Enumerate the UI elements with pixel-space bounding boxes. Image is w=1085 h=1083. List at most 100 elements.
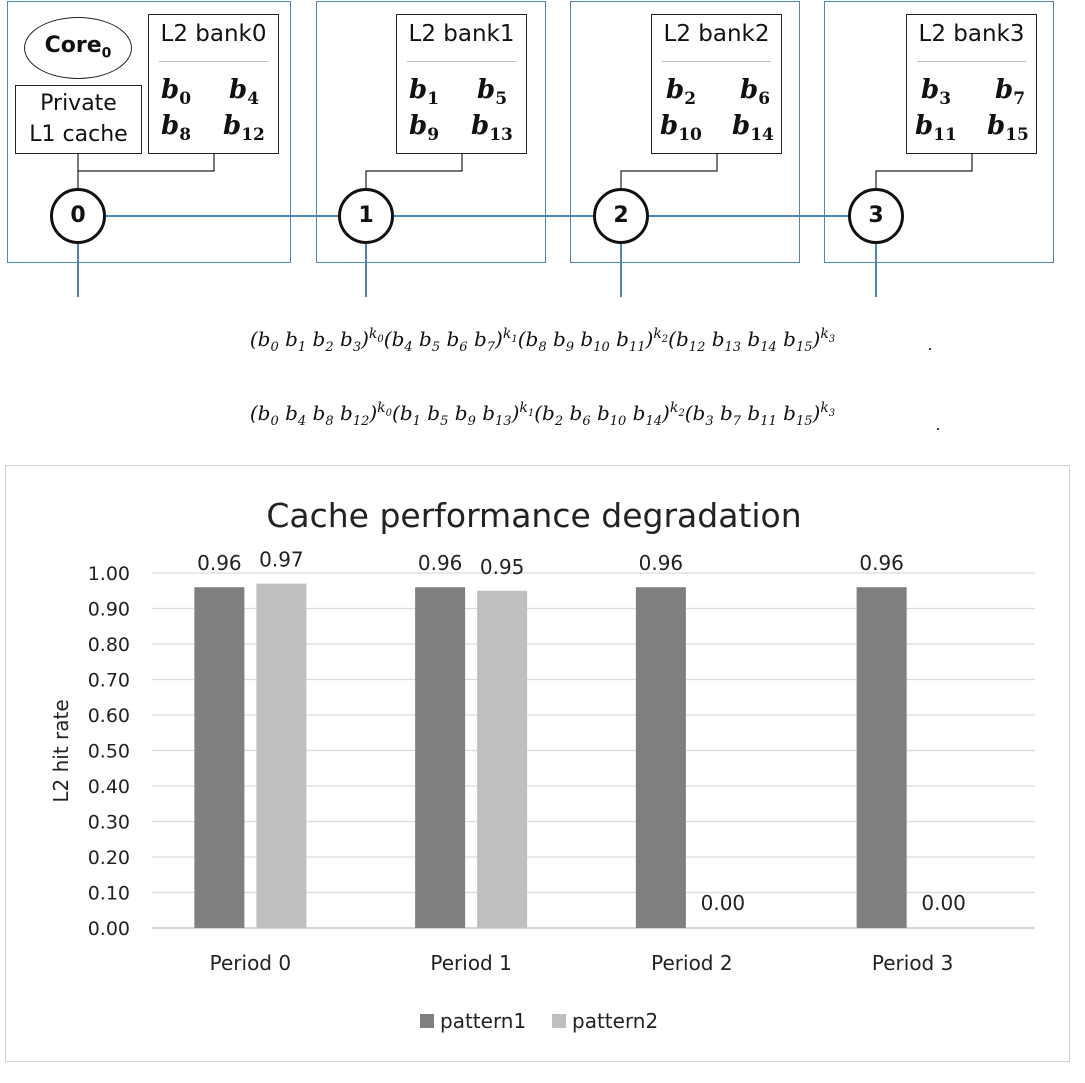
formula-term: b0 [257, 326, 279, 355]
formula-term: b14 [632, 400, 663, 429]
formula-group: (b12 b13 b14 b15)k3 [668, 326, 836, 355]
formula-term: b9 [454, 400, 476, 429]
l2-bank-3: L2 bank3 b3 b7 b11 b15 [906, 14, 1037, 154]
block-b10: b10 [660, 111, 702, 146]
bank-title: L2 bank2 [663, 21, 770, 47]
data-label: 0.95 [480, 555, 525, 579]
formula-exponent: k3 [820, 400, 836, 419]
formula-term: b13 [711, 326, 742, 355]
formula-term: b8 [312, 400, 334, 429]
formula-term: b10 [580, 326, 610, 355]
y-tick-label: 0.30 [88, 812, 130, 834]
formula-exponent: k2 [669, 400, 685, 419]
formula-term: b2 [542, 400, 564, 429]
data-label: 0.96 [197, 551, 242, 575]
y-tick-label: 0.90 [88, 599, 130, 621]
bar-pattern1 [635, 587, 686, 928]
access-pattern-formula-2: (b0 b4 b8 b12)k0(b1 b5 b9 b13)k1(b2 b6 b… [0, 400, 1085, 429]
legend-label: pattern2 [572, 1009, 658, 1033]
formula-exponent: k0 [377, 400, 393, 419]
data-label: 0.96 [639, 551, 684, 575]
formula-term: b9 [552, 326, 575, 355]
formula-term: b4 [285, 400, 307, 429]
router-node-2: 2 [593, 188, 649, 244]
formula-term: b12 [675, 326, 706, 355]
bank-title: L2 bank1 [408, 21, 515, 47]
y-tick-label: 0.20 [88, 847, 130, 869]
formula-term: b3 [692, 400, 714, 429]
block-b5: b5 [477, 75, 508, 110]
router-node-1: 1 [338, 188, 394, 244]
bank0-connector [77, 154, 215, 190]
l2-bank-2: L2 bank2 b2 b6 b10 b14 [651, 14, 782, 154]
y-tick-label: 0.80 [88, 634, 130, 656]
access-pattern-formula-1: (b0 b1 b2 b3)k0(b4 b5 b6 b7)k1(b8 b9 b10… [0, 326, 1085, 355]
bank1-connector [365, 154, 463, 190]
l1-line1: Private [40, 91, 117, 116]
formula-term: b1 [285, 326, 307, 355]
block-b12: b12 [223, 111, 265, 146]
bank-separator [917, 61, 1026, 62]
y-tick-label: 0.60 [88, 705, 130, 727]
bar-pattern1 [415, 587, 466, 928]
legend-swatch [552, 1014, 566, 1028]
private-l1-cache: Private L1 cache [15, 85, 142, 154]
y-tick-label: 0.10 [88, 883, 130, 905]
formula-term: b3 [340, 326, 362, 355]
bank-separator [407, 61, 516, 62]
formula-term: b14 [747, 326, 777, 355]
formula-exponent: k3 [820, 326, 836, 345]
x-tick-label: Period 0 [210, 951, 291, 975]
formula-exponent: k2 [653, 326, 669, 345]
formula-term: b0 [257, 400, 279, 429]
bank-title: L2 bank3 [918, 21, 1025, 47]
block-b3: b3 [921, 75, 952, 110]
x-tick-label: Period 3 [872, 951, 953, 975]
diagram-links [77, 154, 973, 297]
y-tick-label: 0.00 [88, 918, 130, 940]
formula-term: b8 [525, 326, 547, 355]
formula-dot [929, 348, 931, 350]
formula-term: b7 [719, 400, 742, 429]
router-node-3: 3 [848, 188, 904, 244]
formula-term: b6 [569, 400, 591, 429]
legend-swatch [420, 1014, 434, 1028]
bar-pattern1 [856, 587, 907, 928]
l1-line2: L1 cache [29, 122, 128, 147]
y-tick-label: 0.40 [88, 776, 130, 798]
formula-term: b10 [596, 400, 627, 429]
formula-group: (b0 b1 b2 b3)k0 [249, 326, 384, 355]
formula-term: b11 [616, 326, 646, 355]
tile-1 [316, 1, 546, 263]
tile-3 [824, 1, 1054, 263]
x-tick-label: Period 2 [651, 951, 732, 975]
formula-term: b13 [482, 400, 512, 429]
formula-term: b12 [340, 400, 370, 429]
data-label: 0.96 [859, 551, 904, 575]
data-label: 0.00 [921, 891, 966, 915]
chart-frame [5, 465, 1070, 1062]
tile-2 [570, 1, 800, 263]
bar-pattern2 [256, 583, 307, 928]
block-b0: b0 [161, 75, 192, 110]
formula-term: b6 [446, 326, 468, 355]
formula-dot [937, 428, 939, 430]
formula-group: (b2 b6 b10 b14)k2 [534, 400, 685, 429]
bar-pattern2 [477, 590, 528, 928]
data-label: 0.96 [418, 551, 463, 575]
block-b11: b11 [915, 111, 957, 146]
formula-term: b1 [399, 400, 421, 429]
formula-group: (b8 b9 b10 b11)k2 [517, 326, 669, 355]
formula-term: b15 [783, 400, 813, 429]
formula-group: (b0 b4 b8 b12)k0 [249, 400, 393, 429]
formula-term: b11 [747, 400, 777, 429]
formula-group: (b4 b5 b6 b7)k1 [383, 326, 518, 355]
bar-pattern1 [194, 587, 245, 928]
block-b14: b14 [732, 111, 774, 146]
block-b15: b15 [987, 111, 1029, 146]
bank-title: L2 bank0 [160, 21, 267, 47]
block-b7: b7 [995, 75, 1026, 110]
block-b1: b1 [409, 75, 440, 110]
bank3-connector [875, 154, 973, 190]
